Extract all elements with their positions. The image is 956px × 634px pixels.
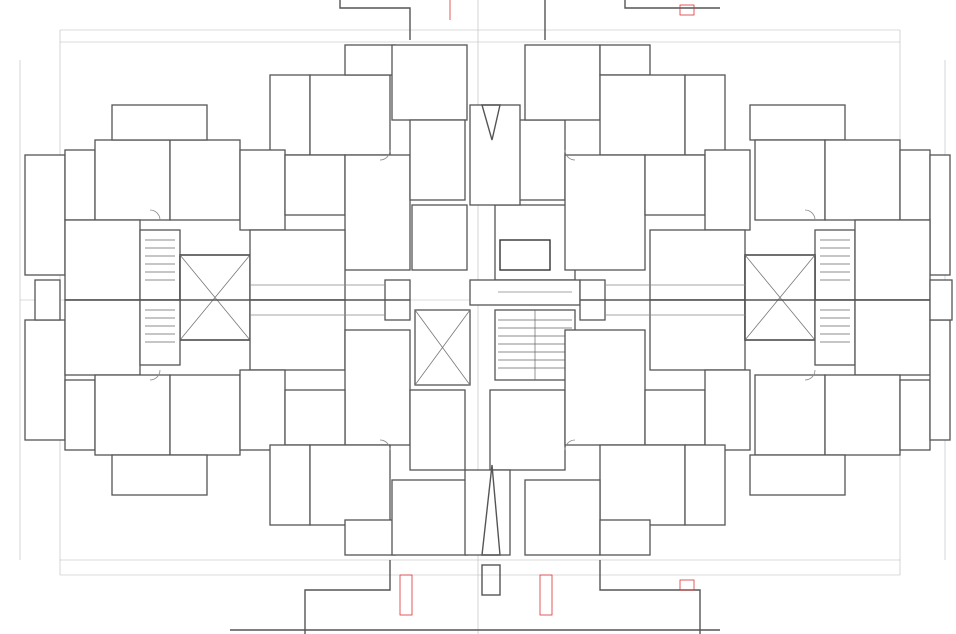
top-connectors: [339, 0, 720, 40]
right-center-units: [524, 44, 751, 556]
left-center-units: [239, 44, 468, 556]
door-swings: [149, 149, 816, 451]
left-wing: [24, 104, 251, 496]
bottom-connectors: [230, 560, 720, 634]
corridors: [65, 284, 930, 316]
central-core: [409, 104, 581, 556]
right-wing: [744, 104, 953, 496]
